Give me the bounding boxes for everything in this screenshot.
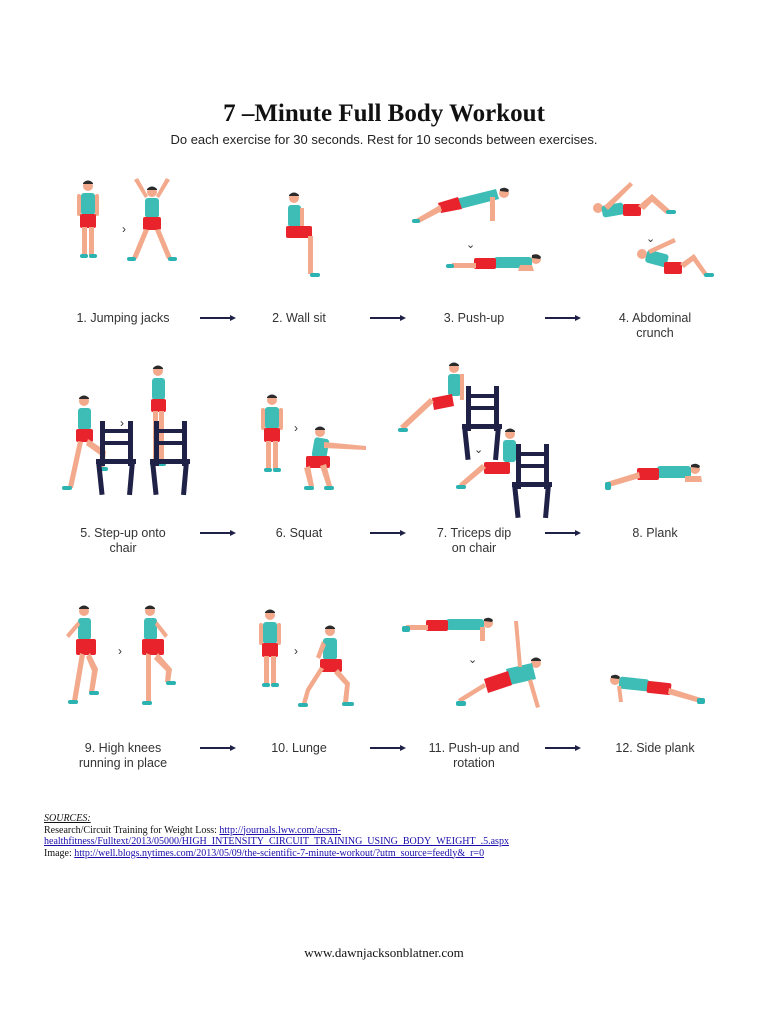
- svg-text:⌄: ⌄: [474, 444, 483, 456]
- arrow-9-10: [200, 745, 236, 751]
- push-up-rotation-illustration: ⌄: [402, 617, 541, 708]
- arrow-3-4: [545, 315, 581, 321]
- arrow-7-8: [545, 530, 581, 536]
- svg-text:›: ›: [294, 421, 298, 435]
- svg-text:⌄: ⌄: [468, 654, 477, 666]
- push-up-illustration: ⌄: [412, 187, 541, 271]
- image-label: Image:: [44, 847, 75, 859]
- research-link[interactable]: http://journals.lww.com/acsm-: [219, 824, 341, 836]
- arrow-5-6: [200, 530, 236, 536]
- arrow-2-3: [370, 315, 406, 321]
- svg-text:⌄: ⌄: [466, 239, 475, 251]
- abdominal-crunch-illustration: ⌄: [593, 182, 714, 277]
- high-knees-illustration: ›: [66, 605, 176, 705]
- arrow-10-11: [370, 745, 406, 751]
- step-up-illustration: ›: [62, 365, 190, 496]
- svg-text:›: ›: [118, 644, 122, 658]
- side-plank-illustration: [610, 674, 705, 704]
- exercise-label-10: 10. Lunge: [271, 741, 327, 755]
- research-label: Research/Circuit Training for Weight Los…: [44, 824, 220, 836]
- triceps-dip-illustration: ⌄: [398, 362, 552, 519]
- exercise-label-8: 8. Plank: [632, 526, 678, 540]
- arrow-6-7: [370, 530, 406, 536]
- footer-website: www.dawnjacksonblatner.com: [304, 945, 464, 960]
- image-source-link[interactable]: http://well.blogs.nytimes.com/2013/05/09…: [74, 847, 485, 859]
- exercise-label-2: 2. Wall sit: [272, 311, 326, 325]
- exercise-label-6: 6. Squat: [275, 526, 323, 540]
- svg-text:›: ›: [294, 644, 298, 658]
- arrow-11-12: [545, 745, 581, 751]
- exercise-label-1: 1. Jumping jacks: [76, 311, 170, 325]
- sources-heading: SOURCES:: [44, 813, 91, 824]
- exercise-label-3: 3. Push-up: [443, 311, 505, 325]
- page-title: 7 –Minute Full Body Workout: [223, 100, 545, 127]
- exercise-label-12: 12. Side plank: [615, 741, 695, 755]
- svg-text:⌄: ⌄: [646, 233, 655, 245]
- arrow-1-2: [200, 315, 236, 321]
- lunge-illustration: ›: [259, 609, 354, 707]
- page-subtitle: Do each exercise for 30 seconds. Rest fo…: [170, 132, 598, 147]
- sources-block: SOURCES: Research/Circuit Training for W…: [44, 813, 724, 859]
- jumping-jacks-illustration: ›: [77, 178, 177, 261]
- research-link-continued[interactable]: healthfitness/Fulltext/2013/05000/HIGH_I…: [44, 836, 509, 847]
- wall-sit-illustration: [286, 192, 320, 277]
- squat-illustration: ›: [261, 394, 366, 490]
- svg-text:›: ›: [122, 222, 126, 236]
- plank-illustration: [605, 463, 702, 490]
- svg-text:›: ›: [120, 416, 124, 430]
